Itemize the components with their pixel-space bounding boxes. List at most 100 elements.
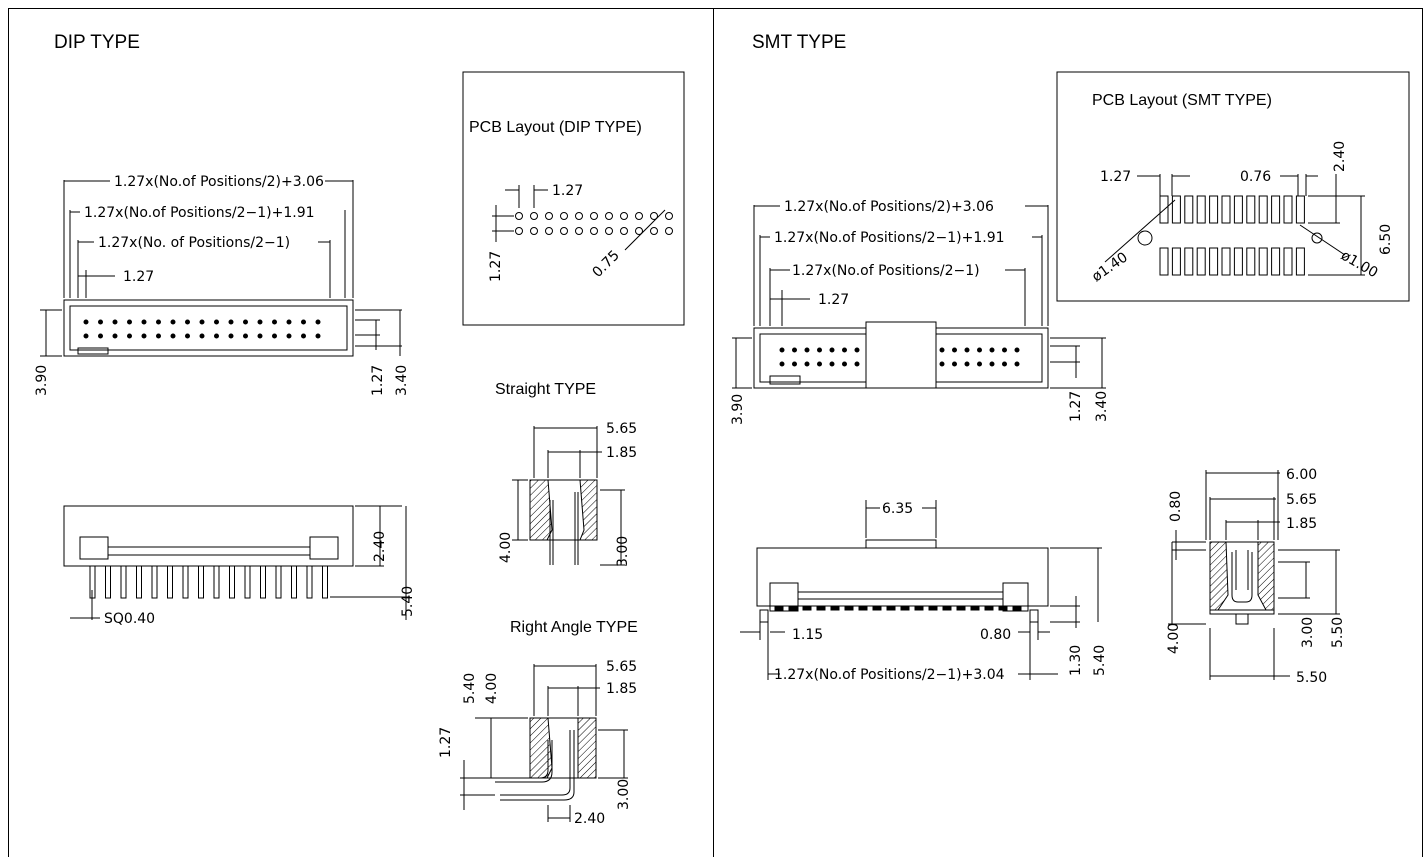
smt-pad <box>1283 195 1293 224</box>
smt-end-view <box>1168 470 1340 680</box>
pin-leg <box>182 565 189 599</box>
smt-dim-width-total: 1.27x(No.of Positions/2)+3.06 <box>784 199 994 215</box>
smt-end-dim-300: 3.00 <box>1300 617 1316 648</box>
smt-dim-side-130: 1.30 <box>1068 645 1084 676</box>
pin-dot <box>779 347 785 353</box>
straight-type-view <box>512 426 625 566</box>
smt-pcb-pads <box>1159 195 1305 276</box>
smt-pcb-dim-240: 2.40 <box>1332 141 1348 172</box>
dip-dim-width-pins: 1.27x(No. of Positions/2−1) <box>98 235 290 251</box>
pin-dot <box>228 319 234 325</box>
dip-top-view <box>40 180 402 357</box>
pin-leg <box>322 565 328 599</box>
pin-foot <box>970 605 980 611</box>
dip-dim-side-240: 2.40 <box>372 531 388 562</box>
pin-leg <box>260 565 266 599</box>
straight-dim-300: 3.00 <box>615 536 631 567</box>
pin-leg <box>105 565 111 599</box>
dip-top-pins <box>83 319 321 339</box>
dip-pcb-dim-hole: 0.75 <box>590 247 623 280</box>
smt-pcb-dim-100: ø1.00 <box>1338 248 1380 282</box>
smt-end-dim-400: 4.00 <box>1166 623 1182 654</box>
pcb-hole <box>545 212 553 220</box>
smt-pad <box>1221 247 1231 276</box>
pcb-hole <box>575 227 583 235</box>
pin-dot <box>98 319 103 325</box>
pin-dot <box>272 319 277 325</box>
pin-foot <box>998 605 1008 611</box>
smt-dim-foot-115: 1.15 <box>792 627 823 643</box>
dip-side-pins <box>89 565 328 599</box>
dip-dim-pitch: 1.27 <box>123 269 154 285</box>
dip-pcb-dim-pitch: 1.27 <box>552 183 583 199</box>
smt-dim-height-390: 3.90 <box>730 394 746 425</box>
dip-type-title: DIP TYPE <box>54 32 140 53</box>
pin-foot <box>858 605 868 611</box>
smt-pad <box>1233 247 1243 276</box>
dip-pcb-dim-row: 1.27 <box>488 251 504 282</box>
smt-side-pins <box>774 605 1022 611</box>
right-angle-type-view <box>460 664 628 822</box>
pin-leg <box>229 565 235 599</box>
pin-dot <box>141 333 147 339</box>
pin-dot <box>199 333 205 339</box>
pin-dot <box>272 333 277 339</box>
pin-foot <box>1012 605 1022 611</box>
smt-end-dim-565: 5.65 <box>1286 492 1317 508</box>
pcb-hole <box>620 212 628 220</box>
dip-dim-height-390: 3.90 <box>34 365 50 396</box>
pin-foot <box>942 605 952 611</box>
pcb-hole <box>635 212 643 220</box>
pin-foot <box>802 605 812 611</box>
ra-dim-565: 5.65 <box>606 659 637 675</box>
dip-dim-height-340: 3.40 <box>394 365 410 396</box>
pcb-hole <box>515 227 523 235</box>
pin-dot <box>98 333 103 339</box>
pin-foot <box>788 605 798 611</box>
pin-foot <box>900 605 910 611</box>
smt-pad <box>1295 195 1305 224</box>
dip-dim-side-540: 5.40 <box>400 586 416 617</box>
dip-dim-width-total: 1.27x(No.of Positions/2)+3.06 <box>114 174 324 190</box>
pin-dot <box>817 347 822 353</box>
pin-dot <box>185 319 190 325</box>
smt-pad <box>1258 195 1268 224</box>
smt-pad <box>1196 247 1206 276</box>
pin-leg <box>151 565 158 599</box>
pin-dot <box>170 319 176 325</box>
straight-dim-565: 5.65 <box>606 421 637 437</box>
smt-pad <box>1159 195 1169 224</box>
pin-dot <box>127 319 132 325</box>
pin-dot <box>989 347 995 353</box>
pin-dot <box>964 347 970 353</box>
pin-leg <box>213 565 220 599</box>
pin-leg <box>244 565 251 599</box>
pcb-hole <box>635 227 643 235</box>
smt-dim-width-pins: 1.27x(No.of Positions/2−1) <box>792 263 980 279</box>
dip-dim-pin-sq: SQ0.40 <box>104 611 155 627</box>
smt-top-pins <box>779 347 1020 367</box>
smt-end-dim-550-v: 5.50 <box>1330 617 1346 648</box>
smt-dim-height-340: 3.40 <box>1094 391 1110 422</box>
ra-dim-240: 2.40 <box>574 811 605 827</box>
smt-pad <box>1209 247 1219 276</box>
dip-side-view <box>63 505 410 620</box>
pin-foot <box>914 605 924 611</box>
pin-dot <box>141 319 147 325</box>
smt-pad <box>1171 247 1181 276</box>
pin-foot <box>872 605 882 611</box>
smt-pad <box>1271 247 1281 276</box>
pin-leg <box>275 565 282 599</box>
pin-dot <box>989 361 995 367</box>
pin-dot <box>112 333 118 339</box>
smt-dim-pitch: 1.27 <box>818 292 849 308</box>
smt-pcb-layout-title: PCB Layout (SMT TYPE) <box>1092 92 1272 109</box>
pin-dot <box>315 333 321 339</box>
pin-leg <box>291 565 297 599</box>
smt-dim-cap-635: 6.35 <box>882 501 913 517</box>
pcb-hole <box>545 227 553 235</box>
pin-dot <box>842 347 847 353</box>
pcb-hole <box>515 212 523 220</box>
pin-dot <box>1002 361 1007 367</box>
pin-dot <box>199 319 205 325</box>
